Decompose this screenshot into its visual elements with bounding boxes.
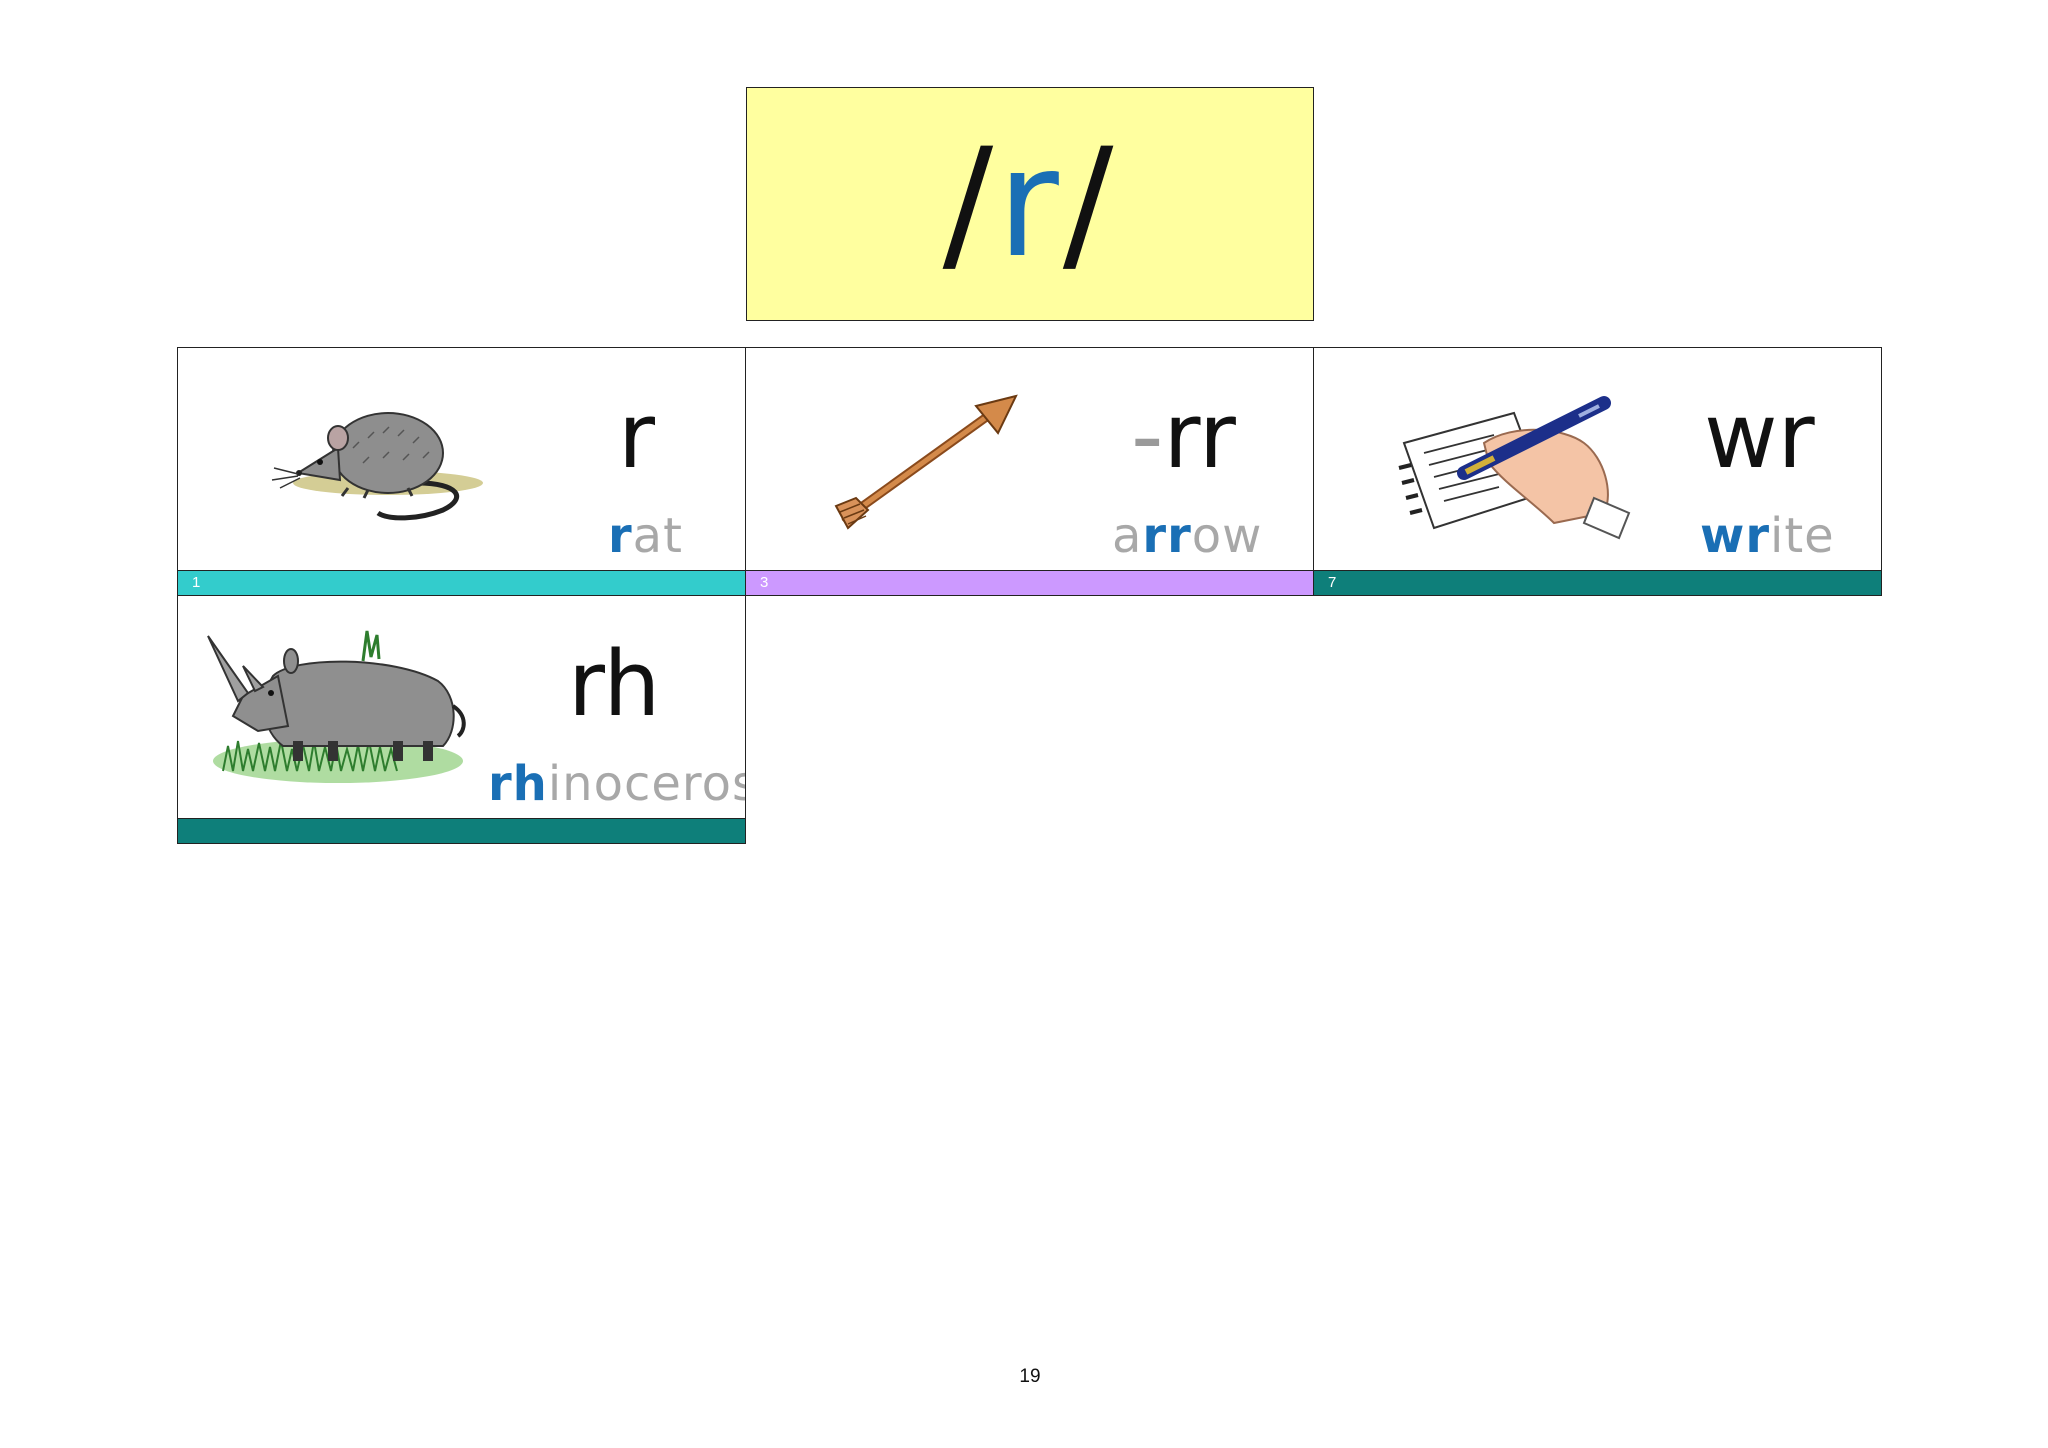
writing-hand-icon	[1398, 396, 1631, 540]
example-word: write	[1700, 508, 1835, 564]
phoneme-slash-open: /	[942, 117, 998, 291]
card-number-bar: 7	[1314, 570, 1881, 595]
grapheme-label: -rr	[1131, 384, 1236, 489]
rat-icon	[271, 412, 483, 521]
grapheme-card-rh: rh rhinoceros	[177, 595, 746, 844]
grapheme-card-wr: wr write 7	[1313, 347, 1882, 596]
example-word: arrow	[1112, 508, 1263, 564]
card-number-bar: 1	[178, 570, 745, 595]
grapheme-label: wr	[1704, 384, 1815, 489]
phoneme-title: /r/	[746, 87, 1314, 321]
grapheme-card-r: r rat 1	[177, 347, 746, 596]
grapheme-label: rh	[568, 632, 661, 737]
arrow-icon	[834, 394, 1018, 530]
page-number: 19	[1019, 1366, 1041, 1387]
grapheme-card-rr: -rr arrow 3	[745, 347, 1314, 596]
example-word: rhinoceros	[488, 756, 746, 812]
example-word: rat	[608, 508, 683, 564]
card-number-bar: 3	[746, 570, 1313, 595]
phoneme-slash-close: /	[1062, 117, 1118, 291]
card-number-bar	[178, 818, 745, 843]
rhinoceros-icon	[207, 630, 466, 783]
phoneme-letter: r	[997, 117, 1063, 291]
grapheme-label: r	[618, 384, 656, 489]
